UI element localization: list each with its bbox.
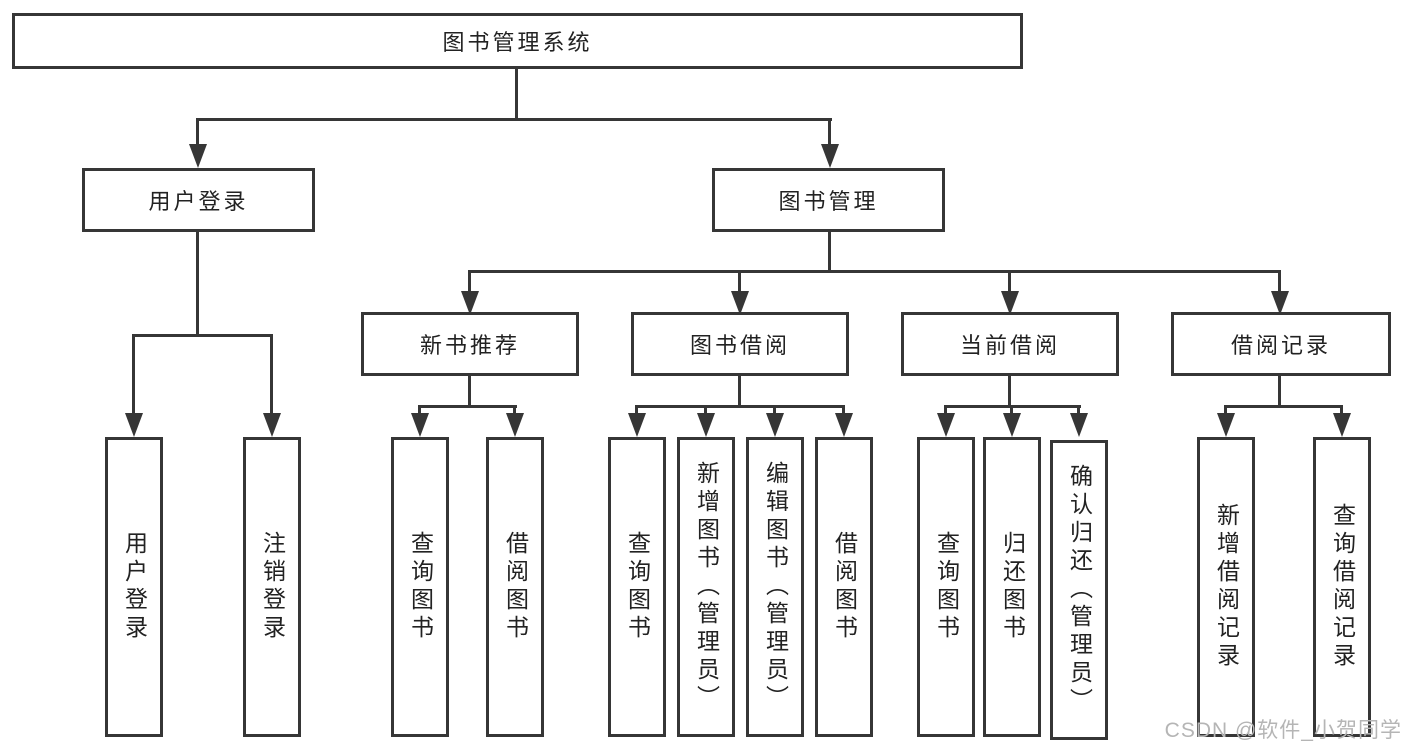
leaf-borrow-query-books: 查询图书 xyxy=(608,437,666,737)
node-book-borrow: 图书借阅 xyxy=(631,312,849,376)
arrow-down-icon xyxy=(697,413,715,437)
node-root: 图书管理系统 xyxy=(12,13,1023,69)
node-borrow-records: 借阅记录 xyxy=(1171,312,1391,376)
node-book-management: 图书管理 xyxy=(712,168,945,232)
leaf-borrow-edit-books-admin: 编辑图书（管理员） xyxy=(746,437,804,737)
connector-line xyxy=(704,405,707,415)
connector-line xyxy=(738,376,741,407)
leaf-recommend-query-books: 查询图书 xyxy=(391,437,449,737)
arrow-down-icon xyxy=(835,413,853,437)
connector-line xyxy=(842,405,845,415)
connector-line xyxy=(944,405,947,415)
node-current-borrow: 当前借阅 xyxy=(901,312,1119,376)
connector-line xyxy=(1278,376,1281,407)
arrow-down-icon xyxy=(628,413,646,437)
connector-line xyxy=(1077,405,1080,415)
arrow-down-icon xyxy=(461,291,479,315)
connector-line xyxy=(1008,376,1011,407)
connector-line xyxy=(1008,270,1011,294)
connector-line xyxy=(635,405,638,415)
connector-line xyxy=(132,334,273,337)
node-user-login: 用户登录 xyxy=(82,168,315,232)
leaf-borrow-borrow-books: 借阅图书 xyxy=(815,437,873,737)
arrow-down-icon xyxy=(411,413,429,437)
connector-line xyxy=(1224,405,1227,415)
connector-line xyxy=(828,118,831,146)
leaf-borrow-add-books-admin: 新增图书（管理员） xyxy=(677,437,735,737)
connector-line xyxy=(468,270,471,294)
leaf-user-login: 用户登录 xyxy=(105,437,163,737)
leaf-current-confirm-return-admin: 确认归还（管理员） xyxy=(1050,440,1108,740)
connector-line xyxy=(1340,405,1343,415)
connector-line xyxy=(635,405,845,408)
node-new-book-recommend: 新书推荐 xyxy=(361,312,579,376)
connector-line xyxy=(418,405,421,415)
connector-line xyxy=(828,232,831,273)
connector-line xyxy=(1278,270,1281,294)
connector-line xyxy=(738,270,741,294)
leaf-current-query-books: 查询图书 xyxy=(917,437,975,737)
connector-line xyxy=(515,69,518,119)
connector-line xyxy=(468,270,1281,273)
arrow-down-icon xyxy=(821,144,839,168)
connector-line xyxy=(513,405,516,415)
connector-line xyxy=(773,405,776,415)
arrow-down-icon xyxy=(937,413,955,437)
arrow-down-icon xyxy=(506,413,524,437)
arrow-down-icon xyxy=(189,144,207,168)
arrow-down-icon xyxy=(263,413,281,437)
arrow-down-icon xyxy=(1271,291,1289,315)
arrow-down-icon xyxy=(1333,413,1351,437)
connector-line xyxy=(1224,405,1343,408)
connector-line xyxy=(196,232,199,336)
leaf-records-query-record: 查询借阅记录 xyxy=(1313,437,1371,737)
connector-line xyxy=(196,118,199,146)
arrow-down-icon xyxy=(731,291,749,315)
leaf-current-return-books: 归还图书 xyxy=(983,437,1041,737)
arrow-down-icon xyxy=(125,413,143,437)
connector-line xyxy=(418,405,517,408)
connector-line xyxy=(1010,405,1013,415)
leaf-records-add-record: 新增借阅记录 xyxy=(1197,437,1255,737)
arrow-down-icon xyxy=(1001,291,1019,315)
leaf-recommend-borrow-books: 借阅图书 xyxy=(486,437,544,737)
connector-line xyxy=(197,118,832,121)
arrow-down-icon xyxy=(1003,413,1021,437)
connector-line xyxy=(132,334,135,416)
arrow-down-icon xyxy=(1070,413,1088,437)
arrow-down-icon xyxy=(766,413,784,437)
connector-line xyxy=(270,334,273,416)
arrow-down-icon xyxy=(1217,413,1235,437)
connector-line xyxy=(468,376,471,407)
csdn-watermark: CSDN @软件_小贺同学 xyxy=(1164,719,1402,742)
leaf-logout: 注销登录 xyxy=(243,437,301,737)
